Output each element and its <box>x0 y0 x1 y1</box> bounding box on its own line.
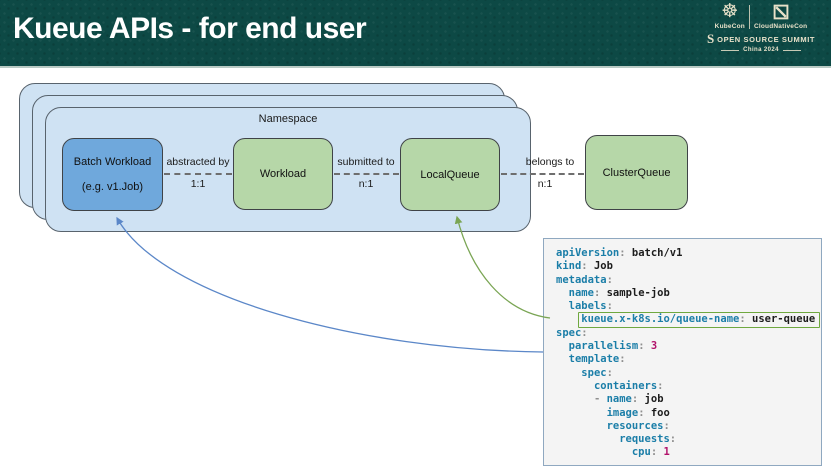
code-line: kueue.x-k8s.io/queue-name: user-queue <box>556 312 821 328</box>
batch-workload-node: Batch Workload (e.g. v1.Job) <box>62 138 163 211</box>
blue-connector-yaml-to-batch-workload <box>116 216 544 353</box>
relation-label: submitted to <box>337 156 395 168</box>
workload-label: Workload <box>259 168 307 180</box>
relation-line-abstracted-by <box>164 173 232 175</box>
relation-cardinality: n:1 <box>537 178 553 190</box>
event-dash-left <box>721 49 740 51</box>
localqueue-node: LocalQueue <box>400 138 500 211</box>
code-line: parallelism: 3 <box>568 340 658 353</box>
code-line: template: <box>568 353 626 366</box>
code-line: containers: <box>593 379 664 392</box>
localqueue-label: LocalQueue <box>420 168 480 181</box>
clusterqueue-label: ClusterQueue <box>602 166 671 179</box>
event-label: China 2024 <box>743 47 779 53</box>
kubecon-label: KubeCon <box>714 23 745 30</box>
event-row: China 2024 <box>721 47 801 53</box>
code-line: name: sample-job <box>568 286 670 299</box>
code-line: requests: <box>619 433 677 446</box>
cloudnativecon-logo: CloudNativeCon <box>750 4 811 30</box>
open-source-summit-logo: S OPEN SOURCE SUMMIT <box>706 31 816 46</box>
conference-logos: ☸ KubeCon CloudNativeCon S OPEN SOURCE S… <box>697 1 825 54</box>
clusterqueue-node: ClusterQueue <box>585 135 688 210</box>
code-line: resources: <box>606 419 670 432</box>
code-line: apiVersion: batch/v1 <box>556 247 683 259</box>
queue-name-highlight: kueue.x-k8s.io/queue-name: user-queue <box>578 312 821 328</box>
page-title: Kueue APIs - for end user <box>13 12 367 45</box>
relation-line-belongs-to <box>501 173 584 175</box>
code-line: - name: job <box>593 393 664 406</box>
logo-divider <box>748 5 750 29</box>
code-line: metadata: <box>556 273 613 286</box>
relation-label: belongs to <box>525 156 575 168</box>
relation-line-submitted-to <box>334 173 399 175</box>
workload-node: Workload <box>233 138 333 210</box>
code-line: labels: <box>568 300 613 313</box>
code-line: spec: <box>556 326 588 339</box>
open-source-summit-s-icon: S <box>706 31 715 46</box>
logo-row: ☸ KubeCon CloudNativeCon <box>711 1 812 31</box>
namespace-label: Namespace <box>258 113 318 125</box>
open-source-summit-label: OPEN SOURCE SUMMIT <box>717 34 816 44</box>
code-line: kind: Job <box>556 260 613 273</box>
event-dash-right <box>782 49 801 51</box>
relation-cardinality: n:1 <box>358 178 374 190</box>
code-line: image: foo <box>606 406 670 419</box>
batch-workload-label: Batch Workload <box>73 156 152 168</box>
kubecon-logo: ☸ KubeCon <box>711 1 749 31</box>
green-connector-yaml-to-localqueue <box>454 215 551 319</box>
slide-header: Kueue APIs - for end user ☸ KubeCon Clou… <box>0 0 831 68</box>
code-line: cpu: 1 <box>631 446 670 459</box>
code-line: spec: <box>581 366 613 379</box>
batch-workload-sublabel: (e.g. v1.Job) <box>81 181 144 193</box>
relation-cardinality: 1:1 <box>190 178 206 190</box>
cncf-cube-icon <box>773 4 789 20</box>
relation-label: abstracted by <box>166 156 230 168</box>
cloudnativecon-label: CloudNativeCon <box>753 23 808 30</box>
kubernetes-wheel-icon: ☸ <box>721 1 739 22</box>
